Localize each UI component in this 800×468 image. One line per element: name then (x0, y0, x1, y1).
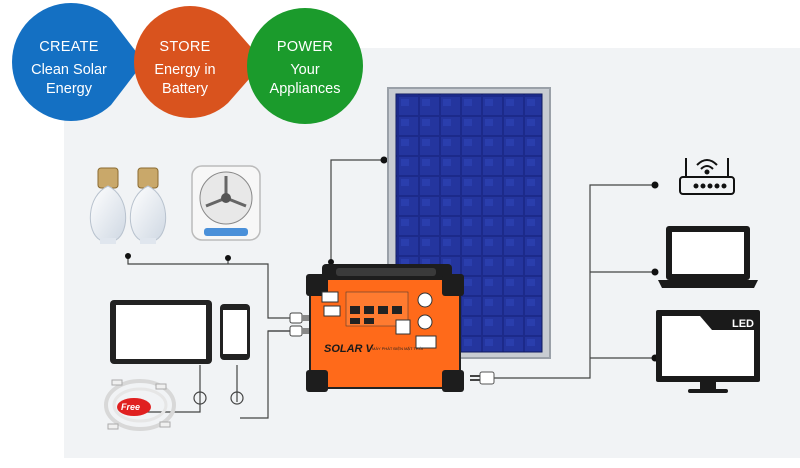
cable-wire (240, 330, 290, 419)
step-store-line1: Energy in (154, 62, 216, 78)
step-power-shape (247, 8, 363, 124)
output-wire (492, 184, 655, 379)
step-store-title: STORE (159, 39, 211, 55)
tv-badge: LED (732, 318, 754, 330)
step-create-line1: Clean Solar (31, 62, 107, 78)
fan-terminal (225, 255, 231, 261)
step-power-line1: Your (290, 62, 320, 78)
tv-icon: LED (656, 310, 760, 393)
step-store-line2: Battery (162, 81, 208, 97)
usb-plug-icon (289, 312, 309, 337)
generator-brand: SOLAR V (324, 343, 375, 355)
cable-junction-2 (230, 391, 244, 405)
solar-generator-icon: SOLAR V MÁY PHÁT ĐIỆN MẶT TRỜI (306, 264, 464, 392)
tablet-icon (110, 300, 212, 364)
laptop-icon (658, 226, 758, 288)
light-bulb-icon (129, 167, 167, 244)
cable-free-tag: Free (121, 402, 140, 412)
step-power-line2: Appliances (269, 81, 341, 97)
smartphone-icon (220, 304, 250, 360)
step-create-line2: Energy (46, 81, 92, 97)
panel-terminal (380, 156, 388, 164)
laptop-terminal (651, 268, 659, 276)
wifi-router-icon (679, 158, 735, 195)
step-create-title: CREATE (39, 39, 99, 55)
wiring (127, 159, 655, 419)
step-create-shape (12, 3, 144, 121)
wire-terminals (125, 156, 659, 362)
box-fan-icon (191, 165, 261, 241)
bulb-terminal (125, 253, 131, 259)
light-bulb-icon (89, 167, 127, 244)
ac-plug-icon (470, 371, 495, 385)
step-store: STORE Energy in Battery (126, 38, 244, 99)
cable-junction (193, 391, 207, 405)
panel-wire (330, 159, 384, 262)
step-create: CREATE Clean Solar Energy (10, 38, 128, 99)
step-power: POWER Your Appliances (246, 38, 364, 99)
step-store-shape (134, 6, 264, 118)
charging-cable-bundle-icon: Free (104, 379, 176, 431)
generator-caption: MÁY PHÁT ĐIỆN MẶT TRỜI (372, 346, 423, 351)
router-terminal (651, 181, 659, 189)
step-shapes (12, 3, 363, 124)
bulb-wire (127, 256, 290, 319)
step-power-title: POWER (276, 39, 334, 55)
generator-terminal (328, 259, 334, 265)
